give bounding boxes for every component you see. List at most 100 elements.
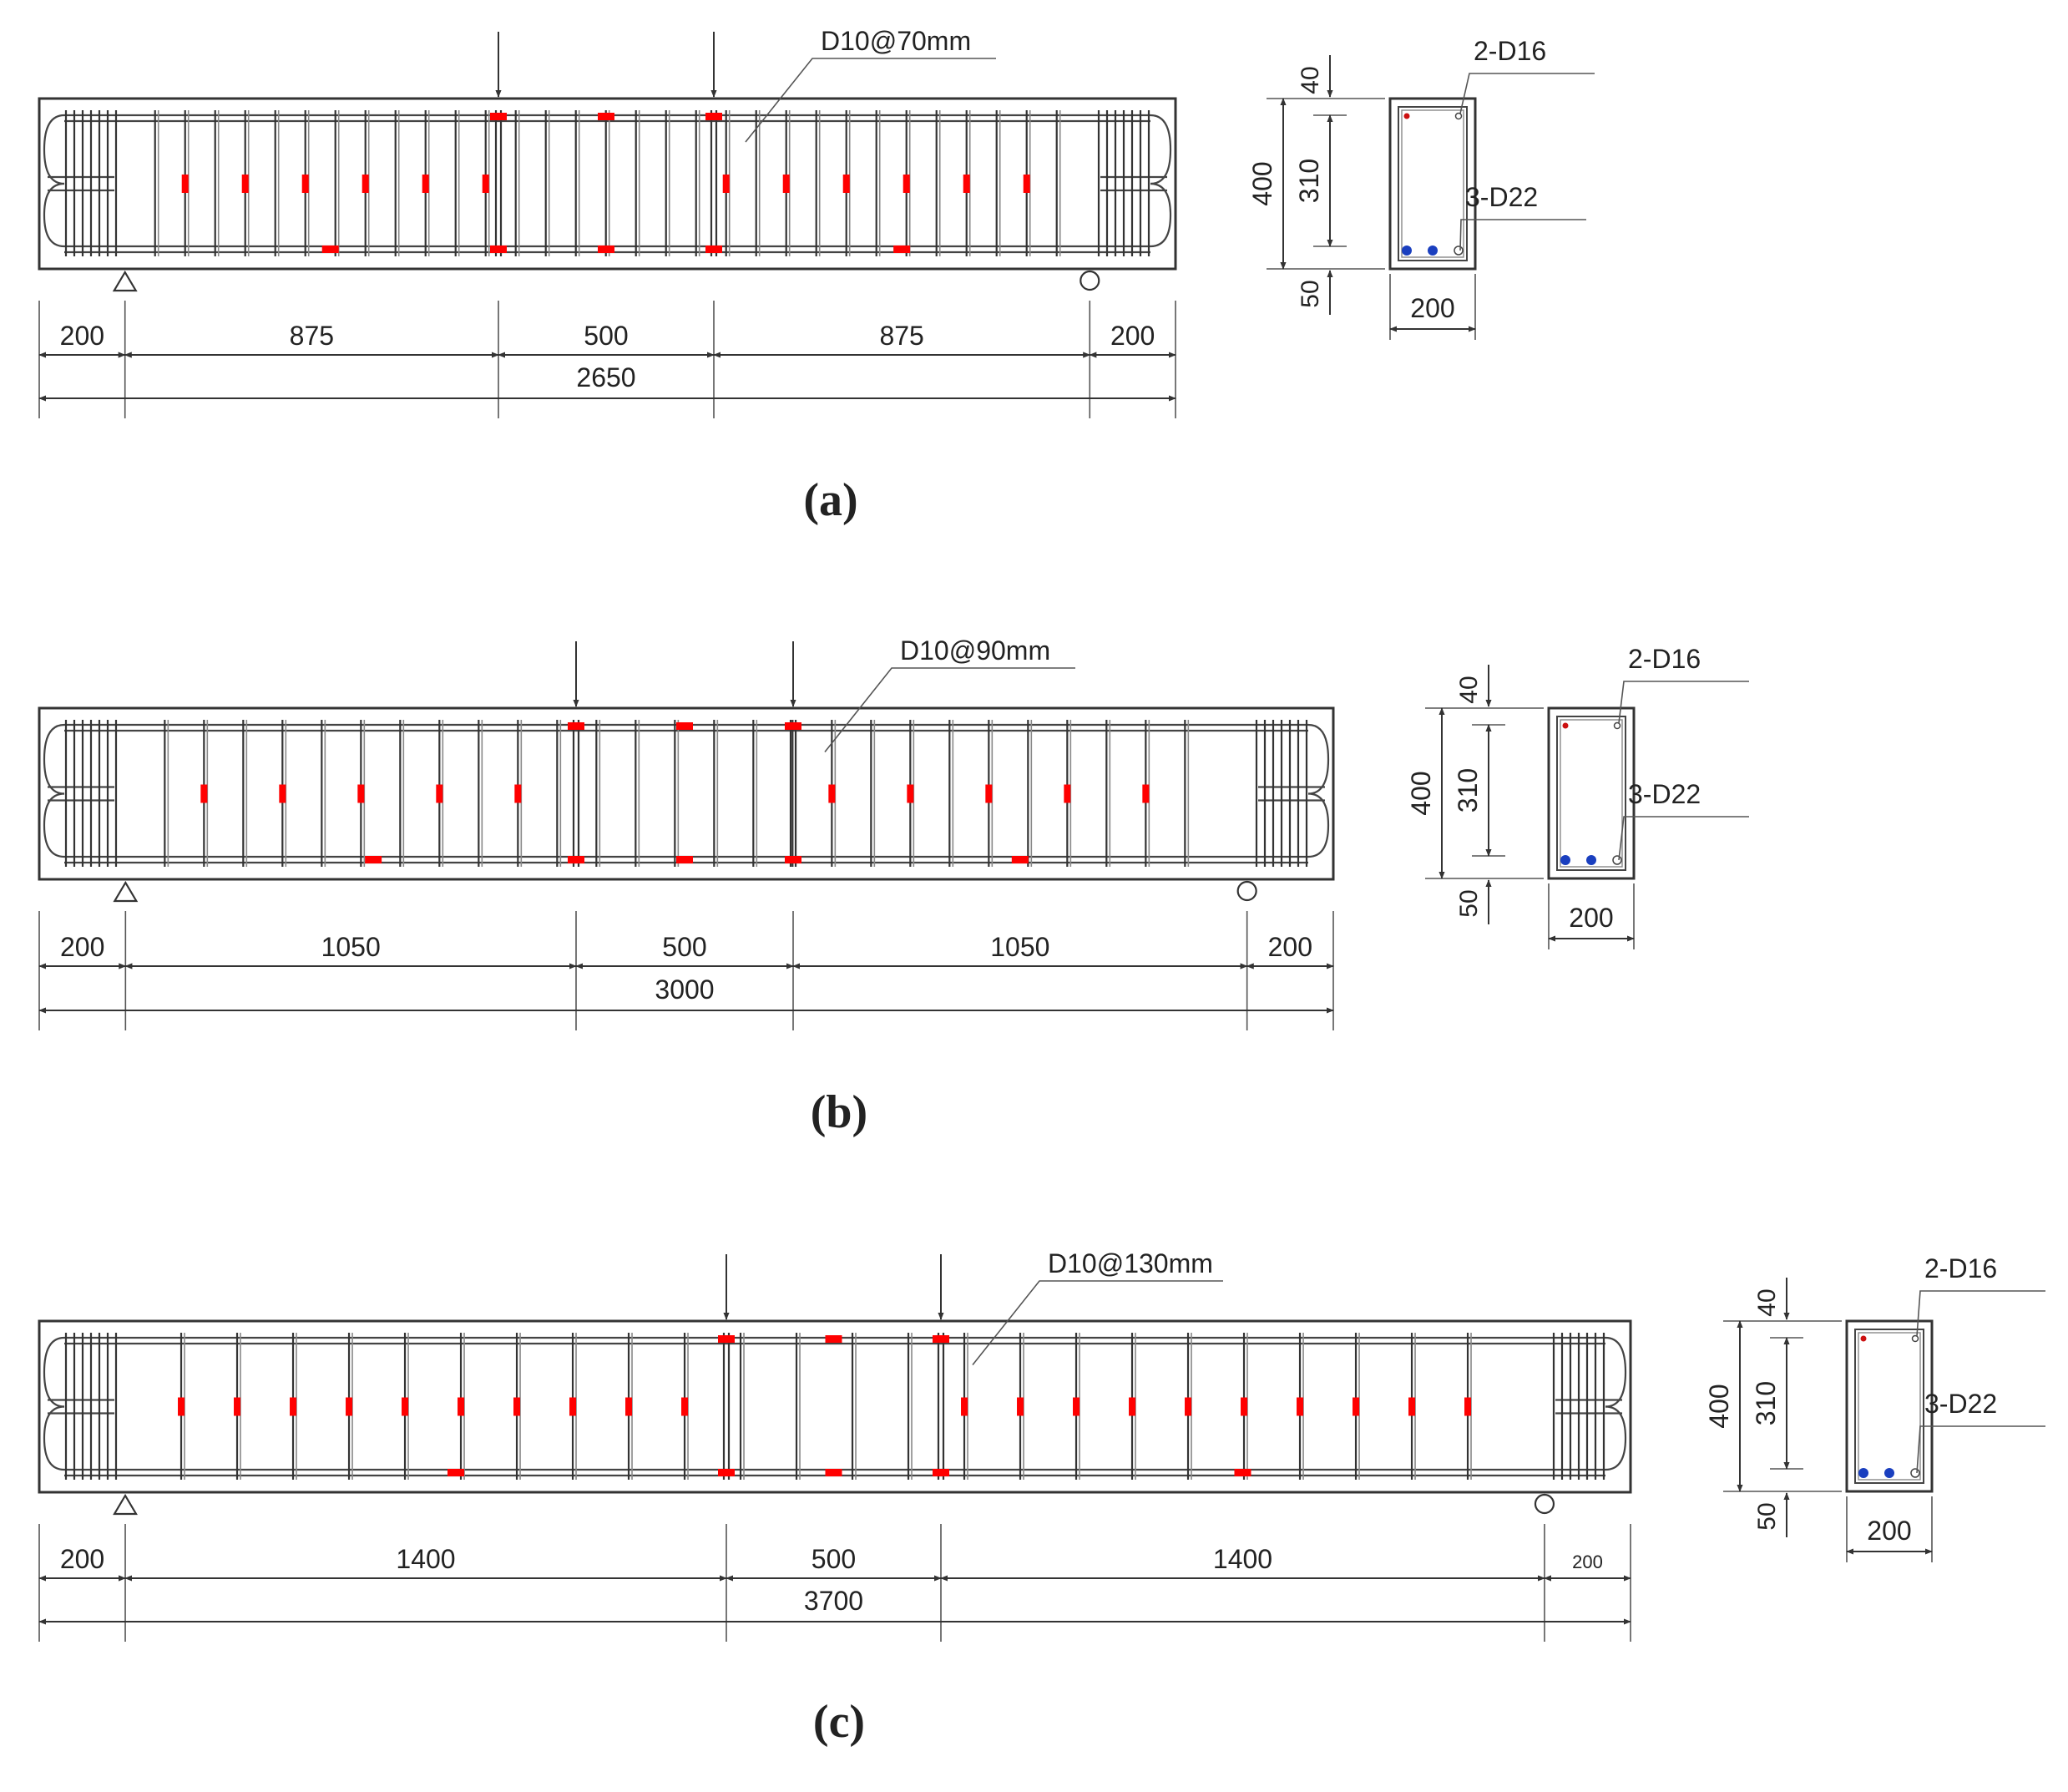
strain-gauge-stirrup: [1185, 1397, 1192, 1416]
strain-gauge-bottom: [365, 856, 382, 863]
section-core-label: 310: [1294, 159, 1324, 203]
section-core-label: 310: [1453, 768, 1483, 812]
strain-gauge-stirrup: [482, 175, 489, 193]
section-bottom-cover-label: 50: [1297, 280, 1324, 307]
section-stirrup: [1556, 716, 1626, 871]
bottom-bar: [1858, 1468, 1868, 1478]
strain-gauge-stirrup: [1142, 784, 1150, 803]
section-outline: [1547, 706, 1636, 880]
strain-gauge-stirrup: [985, 784, 993, 803]
dim-middle: 500: [812, 1544, 856, 1574]
strain-gauge-stirrup: [1017, 1397, 1024, 1416]
section-stirrup: [1858, 1332, 1921, 1481]
roller-support-circle-icon: [1534, 1493, 1555, 1515]
panel-caption: (b): [811, 1086, 867, 1138]
roller-support-circle-icon: [1236, 880, 1257, 902]
strain-gauge-stirrup: [234, 1397, 241, 1416]
top-bar: [1860, 1335, 1867, 1342]
end-hook: [1307, 723, 1330, 795]
section-top-cover-label: 40: [1455, 676, 1483, 703]
strain-gauge-stirrup: [422, 175, 429, 193]
dim-end-left: 200: [60, 932, 104, 962]
strain-gauge-top: [676, 722, 693, 730]
roller-support-circle-icon: [1080, 270, 1100, 291]
panel-caption: (c): [813, 1696, 865, 1748]
dim-shear-left: 1400: [396, 1544, 455, 1574]
strain-gauge-stirrup: [1464, 1397, 1472, 1416]
dim-end-right: 200: [1572, 1552, 1603, 1572]
section-top-cover-label: 40: [1753, 1288, 1781, 1316]
dim-total: 3000: [655, 974, 714, 1005]
end-hook: [43, 182, 65, 248]
beam-outline: [38, 1319, 1632, 1494]
strain-gauge-stirrup: [200, 784, 208, 803]
section-width-label: 200: [1410, 293, 1454, 323]
strain-gauge-bottom: [825, 1469, 842, 1476]
end-hook: [1150, 114, 1172, 185]
dim-middle: 500: [584, 321, 628, 351]
strain-gauge-stirrup: [514, 784, 522, 803]
strain-gauge-stirrup: [1073, 1397, 1080, 1416]
section-outline: [1845, 1319, 1934, 1493]
strain-gauge-bottom: [676, 856, 693, 863]
bottom-bars-label: 3-D22: [1465, 182, 1538, 212]
strain-gauge-top: [705, 113, 722, 120]
strain-gauge-bottom: [321, 246, 339, 253]
strain-gauge-stirrup: [1064, 784, 1071, 803]
strain-gauge-stirrup: [842, 175, 850, 193]
top-bar: [1613, 721, 1621, 730]
stirrup-leader-line: [824, 667, 1075, 752]
bottom-bars-label: 3-D22: [1924, 1389, 1997, 1419]
bottom-bars-leader: [1459, 219, 1586, 251]
strain-gauge-stirrup: [290, 1397, 297, 1416]
top-bars-leader: [1916, 1290, 2045, 1337]
top-bar: [1562, 722, 1569, 729]
strain-gauge-bottom: [447, 1469, 465, 1476]
end-hook: [1605, 1405, 1627, 1471]
section-height-label: 400: [1704, 1384, 1734, 1428]
bottom-bars-label: 3-D22: [1628, 779, 1701, 809]
strain-gauge-bottom: [598, 246, 614, 253]
dim-end-left: 200: [60, 1544, 104, 1574]
strain-gauge-stirrup: [1408, 1397, 1416, 1416]
bottom-bar: [1560, 855, 1570, 865]
strain-gauge-stirrup: [458, 1397, 465, 1416]
strain-gauge-bottom: [785, 856, 801, 863]
bottom-bars-leader: [1916, 1425, 2045, 1474]
top-bars-leader: [1459, 73, 1595, 114]
section-stirrup: [1401, 109, 1464, 258]
top-bar: [1911, 1334, 1919, 1343]
strain-gauge-stirrup: [828, 784, 836, 803]
strain-gauge-top: [718, 1335, 735, 1343]
end-hook: [43, 723, 65, 795]
strain-gauge-top: [785, 722, 801, 730]
end-hook: [1150, 182, 1172, 248]
strain-gauge-stirrup: [1241, 1397, 1248, 1416]
strain-gauge-stirrup: [301, 175, 309, 193]
strain-gauge-stirrup: [1297, 1397, 1304, 1416]
strain-gauge-stirrup: [513, 1397, 521, 1416]
strain-gauge-stirrup: [1353, 1397, 1360, 1416]
bottom-bar: [1884, 1468, 1894, 1478]
dim-shear-right: 875: [879, 321, 923, 351]
strain-gauge-stirrup: [569, 1397, 577, 1416]
strain-gauge-bottom: [568, 856, 584, 863]
section-outline: [1388, 97, 1477, 271]
section-stirrup: [1560, 719, 1623, 868]
strain-gauge-bottom: [490, 246, 507, 253]
strain-gauge-stirrup: [1129, 1397, 1136, 1416]
strain-gauge-top: [490, 113, 507, 120]
stirrup-leader-line: [972, 1280, 1223, 1365]
dim-end-right: 200: [1268, 932, 1312, 962]
top-bars-label: 2-D16: [1628, 644, 1701, 674]
strain-gauge-stirrup: [782, 175, 790, 193]
pin-support-triangle-icon: [113, 880, 139, 903]
top-bar: [1403, 113, 1410, 119]
strain-gauge-stirrup: [436, 784, 443, 803]
dim-shear-left: 1050: [321, 932, 381, 962]
dim-end-left: 200: [60, 321, 104, 351]
section-width-label: 200: [1569, 903, 1613, 933]
